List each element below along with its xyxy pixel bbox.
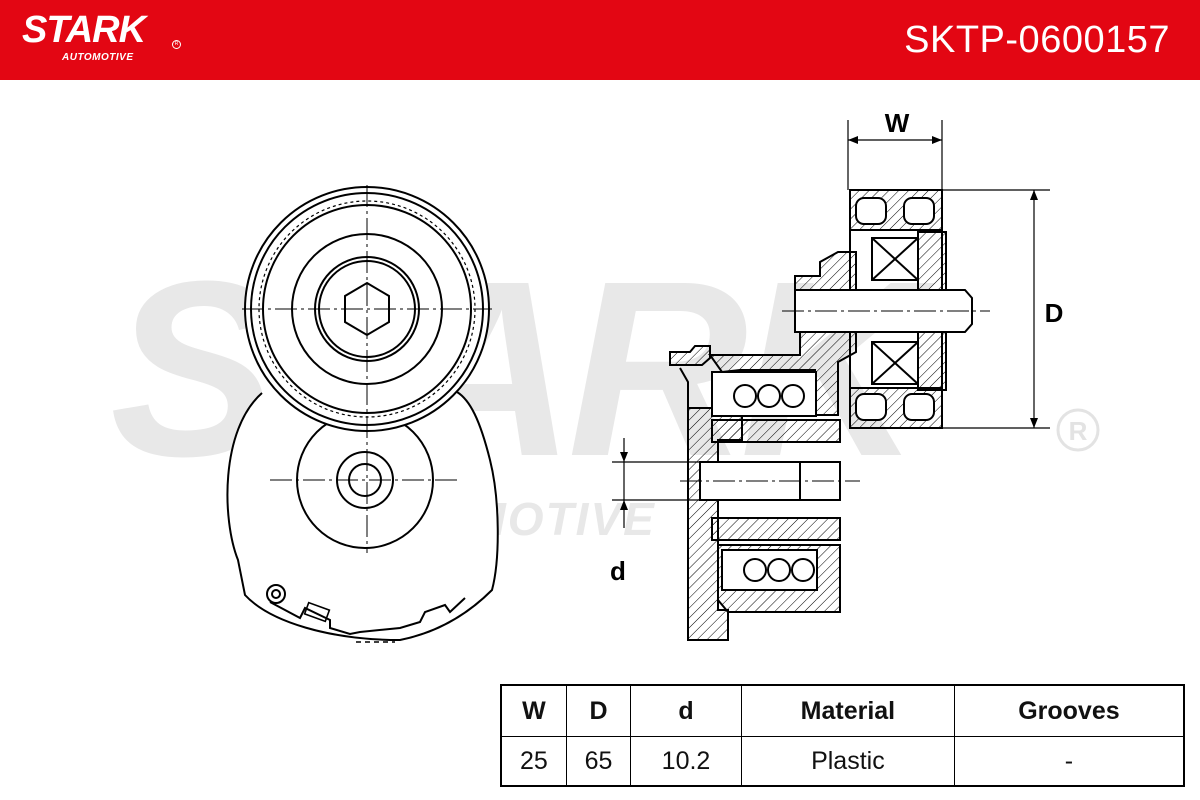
spec-value-material: Plastic xyxy=(740,736,955,787)
header-bar: STARK AUTOMOTIVE R SKTP-0600157 xyxy=(0,0,1200,80)
spec-header-material: Material xyxy=(740,684,955,737)
spec-header-bore: d xyxy=(630,684,742,737)
arm-pin xyxy=(266,584,286,604)
spec-value-d: 65 xyxy=(565,736,632,787)
spec-table-header-row: W D d Material Grooves xyxy=(500,684,1185,737)
dimension-label-d-outer: D xyxy=(1045,298,1064,328)
spec-table: W D d Material Grooves 25 65 10.2 Plasti… xyxy=(500,684,1185,787)
arm-notch xyxy=(303,601,331,623)
watermark-registered-icon: R xyxy=(1056,408,1100,452)
spec-header-d: D xyxy=(565,684,632,737)
technical-drawing: W D d xyxy=(226,108,1064,643)
brand-name: STARK xyxy=(22,9,146,51)
section-view xyxy=(669,189,990,641)
spec-header-w: W xyxy=(500,684,567,737)
spec-table-value-row: 25 65 10.2 Plastic - xyxy=(500,736,1185,787)
spec-value-grooves: - xyxy=(953,736,1185,787)
bearing-upper-icon xyxy=(871,237,919,281)
brand-tagline: AUTOMOTIVE xyxy=(62,52,134,63)
dimension-label-d-bore: d xyxy=(610,556,626,586)
front-view xyxy=(226,185,499,643)
spring-coil-icon xyxy=(733,384,757,408)
dimension-label-w: W xyxy=(885,108,910,138)
tensioner-arm xyxy=(226,391,499,642)
svg-text:R: R xyxy=(1069,416,1088,446)
part-number: SKTP-0600157 xyxy=(904,19,1170,61)
registered-mark-icon: R xyxy=(172,40,181,49)
spec-header-grooves: Grooves xyxy=(953,684,1185,737)
spec-value-bore: 10.2 xyxy=(630,736,742,787)
brand-logo: STARK AUTOMOTIVE R xyxy=(22,9,181,63)
bearing-lower-icon xyxy=(871,341,919,385)
spec-value-w: 25 xyxy=(500,736,567,787)
dimension-lines xyxy=(612,120,1050,528)
